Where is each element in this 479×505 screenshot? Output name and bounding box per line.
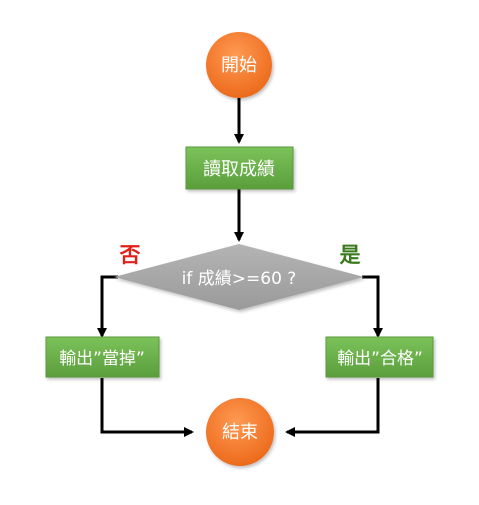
decision-node (114, 244, 364, 310)
arrow-decision-to-fail (97, 275, 118, 338)
connectors (97, 98, 383, 437)
start-node (206, 32, 272, 98)
arrow-pass-to-end (285, 378, 380, 437)
pass-output-label: 輸出”合格” (337, 349, 423, 369)
arrow-decision-to-pass (362, 275, 383, 338)
yes-label: 是 (340, 242, 361, 267)
no-label: 否 (120, 242, 141, 267)
arrow-fail-to-end (100, 378, 194, 437)
end-label: 結束 (222, 422, 258, 443)
start-label: 開始 (221, 55, 257, 76)
read-label: 讀取成績 (203, 159, 275, 180)
read-node (185, 146, 294, 190)
decision-label: if 成績>=60 ? (182, 269, 297, 289)
pass-output-node (325, 336, 434, 378)
fail-output-node (45, 336, 160, 378)
fail-output-label: 輸出”當掉” (59, 349, 145, 369)
end-node (206, 398, 274, 466)
